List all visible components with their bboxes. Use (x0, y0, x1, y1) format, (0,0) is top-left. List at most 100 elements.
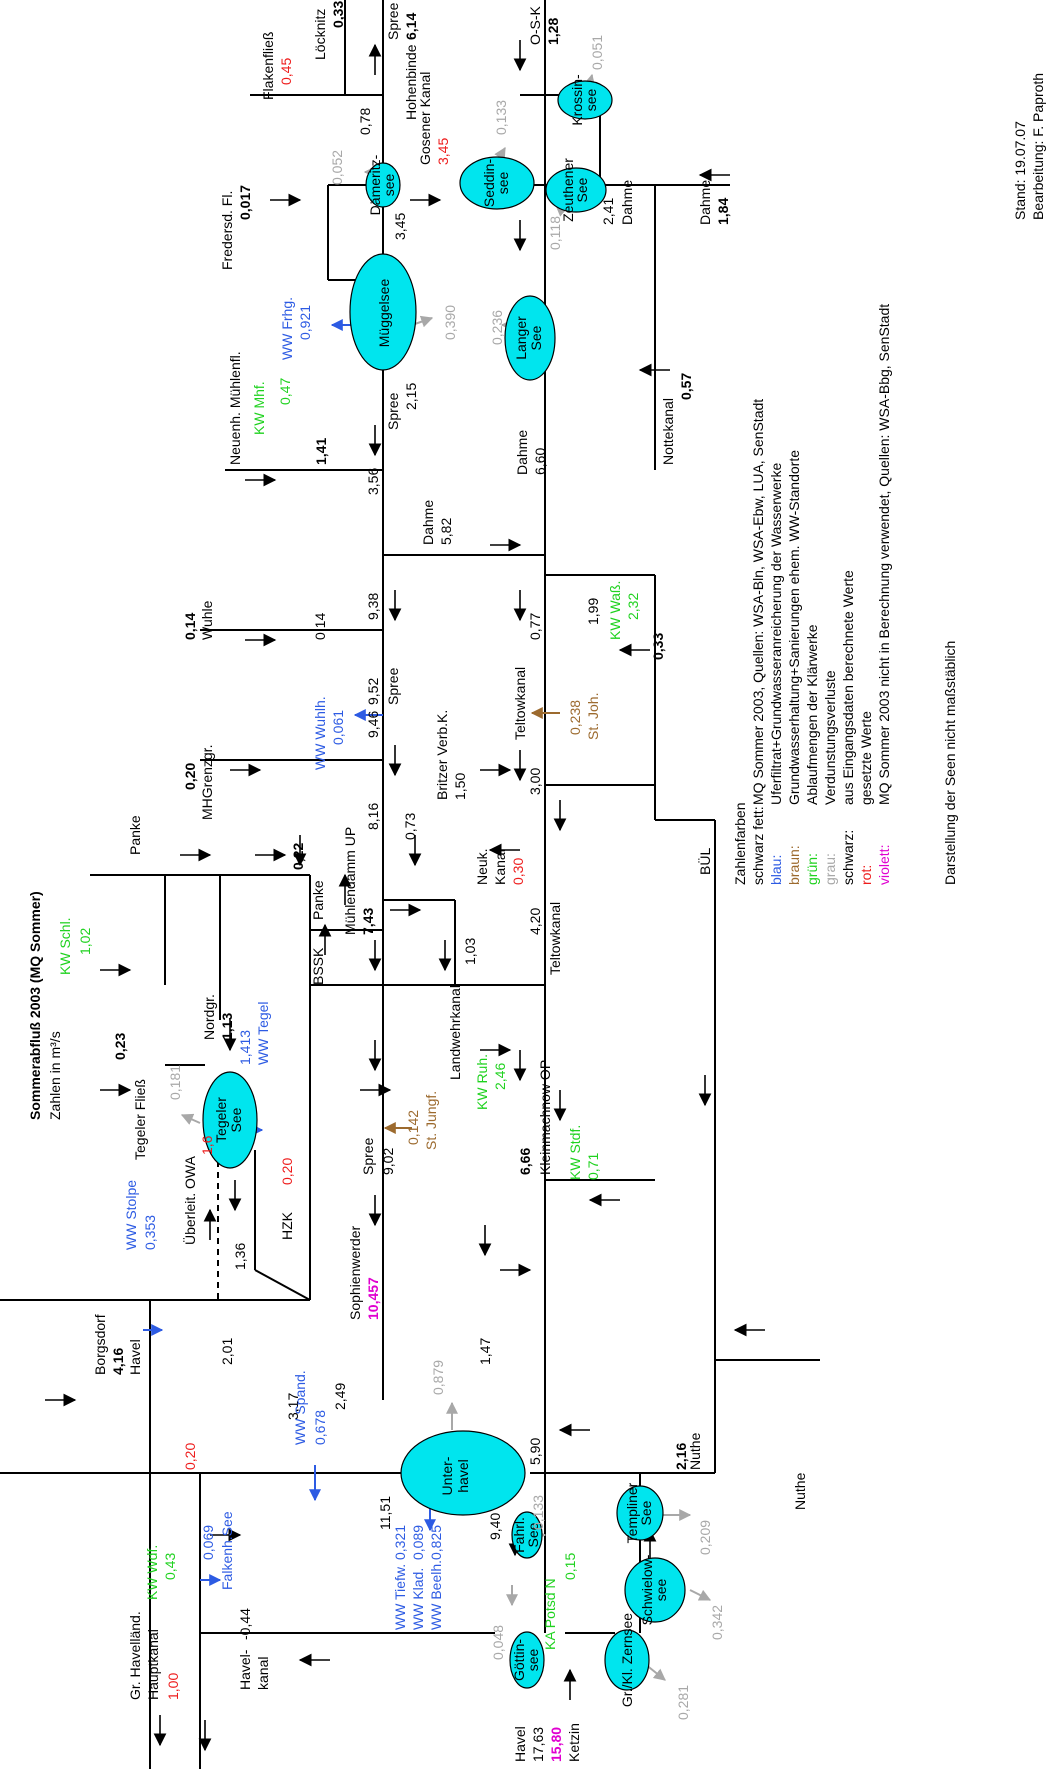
value-kw-wass: 2,32 (625, 593, 641, 620)
lake-label-langer: LangerSee (513, 316, 544, 360)
lake-label-tegeler: TegelerSee (213, 1097, 244, 1143)
value-kw-stdf: 0,71 (585, 1153, 601, 1180)
value-ww-tegel: 1,413 (237, 1030, 253, 1065)
value-078: 0,78 (357, 108, 373, 135)
lake-mueggelsee (349, 253, 417, 371)
value-unterhavel-evap: 0,879 (430, 1360, 446, 1395)
legend-desc: aus Eingangsdaten berechnete Werte (840, 570, 856, 805)
value-nordgr: 1,13 (219, 1013, 235, 1040)
value-ueberleit: 1,6 (199, 1135, 215, 1155)
value-215: 2,15 (403, 383, 419, 410)
value-notte: 0,57 (678, 373, 694, 400)
value-neuk: 0,30 (510, 858, 526, 885)
label-spree-top: Spree (385, 2, 401, 40)
label-spree2: Spree (385, 667, 401, 705)
label-kw-wdf: KW Wdf. (144, 1545, 160, 1600)
value-ww-spand: 0,678 (312, 1410, 328, 1445)
value-ka-potsd: 0,15 (562, 1553, 578, 1580)
lake-label-zernsee: Gr./Kl. Zernsee (619, 1613, 635, 1707)
label-kleinmachnow: Kleinmachnow OP (537, 1060, 553, 1175)
page-title: Sommerabfluß 2003 (MQ Sommer) (27, 891, 43, 1120)
lake-label-unterhavel: Unter-havel (439, 1456, 471, 1495)
value-946: 9,46 (365, 711, 381, 738)
value-hauptkanal: 1,00 (165, 1673, 181, 1700)
value-mhgrenzgr: 0,20 (182, 763, 198, 790)
label-dahme-660: Dahme (514, 430, 530, 475)
value-345: 3,45 (392, 213, 408, 240)
label-bssk: BSSK (310, 947, 326, 985)
value-st-jungf: 0,142 (405, 1110, 421, 1145)
lake-fahrl-see (511, 1511, 543, 1559)
value-neuenh: 1,41 (313, 438, 329, 465)
label-kw-wass: KW Waß. (607, 581, 623, 640)
value-wuhle2: 0,14 (312, 613, 328, 640)
lake-goettinsee (509, 1631, 545, 1689)
label-wuhle: Wuhle (199, 600, 215, 640)
value-952: 9,52 (365, 678, 381, 705)
label-ketzin: Ketzin (566, 1723, 582, 1762)
value-havel-end: 17,63 (530, 1727, 546, 1762)
value-st-joh: 0,238 (567, 700, 583, 735)
value-1151: 11,51 (377, 1496, 393, 1530)
label-panke: Panke (127, 815, 143, 855)
label-dahme-top: Dahme (697, 180, 713, 225)
label-st-jungf: St. Jungf. (423, 1091, 439, 1150)
lake-schwielowsee (624, 1557, 686, 1623)
lake-label-zeuthener: ZeuthenerSee (560, 158, 590, 222)
label-osk: O-S-K (527, 5, 543, 45)
lake-label-templiner: TemplinerSee (624, 1482, 654, 1543)
lake-label-mueggelsee: Müggelsee (376, 279, 392, 348)
value-muehlendamm: 7,43 (360, 908, 376, 935)
legend-desc: Uferfiltrat+Grundwasseranreicherung der … (768, 463, 784, 805)
value-osk: 1,28 (545, 18, 561, 45)
legend-key: schwarz: (840, 830, 856, 885)
value-havel-020: 0,20 (182, 1443, 198, 1470)
lake-tegeler-see (202, 1071, 258, 1169)
value-landwehr: 1,03 (462, 938, 478, 965)
label-borgsdorf: Borgsdorf (92, 1314, 108, 1375)
label-teltowkanal2: Teltowkanal (512, 667, 528, 740)
lake-unterhavel (400, 1430, 526, 1516)
bearbeitung: Bearbeitung: F. Paproth (1030, 73, 1046, 220)
label-neuk-kanal: Neuk. (474, 848, 490, 885)
value-templiner-evap: 0,209 (697, 1520, 713, 1555)
lake-seddinsee (459, 156, 535, 210)
label-nordgr: Nordgr. (201, 994, 217, 1040)
label-gosener: Gosener Kanal (417, 72, 433, 165)
value-ww-tiefw: 0,321 (392, 1525, 408, 1560)
value-hzk: 0,20 (279, 1158, 295, 1185)
value-ketzin: 15,80 (548, 1727, 564, 1762)
label-havel-end: Havel (512, 1726, 528, 1762)
value-tegel-evap: 0,181 (167, 1065, 183, 1100)
legend-key: schwarz fett: (750, 806, 766, 885)
label-st-joh: St. Joh. (585, 693, 601, 740)
value-317: 3,17 (285, 1393, 301, 1420)
value-077: 0,77 (527, 613, 543, 640)
value-kw-wdf: 0,43 (162, 1553, 178, 1580)
river-lines (0, 0, 820, 1769)
label-loecknitz: Löcknitz (312, 9, 328, 60)
lake-krossinsee (557, 80, 613, 120)
value-033: 0,33 (650, 633, 666, 660)
lake-zeuthener-see (545, 167, 607, 213)
value-panke: 0,22 (290, 843, 306, 870)
legend-desc: Verdunstungsverluste (822, 670, 838, 805)
legend-key: rot: (858, 865, 874, 885)
value-ww-stolpe: 0,353 (142, 1215, 158, 1250)
value-ww-beelh: 0,825 (428, 1525, 444, 1560)
value-loecknitz: 0,33 (330, 1, 346, 28)
legend-desc: MQ Sommer 2003 nicht in Berechnung verwe… (876, 304, 892, 805)
value-borgsdorf: 4,16 (110, 1348, 126, 1375)
label-neuk-kanal2: Kanal (492, 849, 508, 885)
value-wuhle: 0,14 (182, 613, 198, 640)
value-schwielow-evap: 0,342 (709, 1605, 725, 1640)
value-kw-mhf: 0,47 (277, 378, 293, 405)
value-940: 9,40 (487, 1513, 503, 1540)
value-nuthe: 2,16 (673, 1443, 689, 1470)
flow-labels: Borgsdorf 4,16 Havel WW Stolpe 0,353 Übe… (57, 1, 808, 1762)
legend-desc: Ablaufmengen der Klärwerke (804, 624, 820, 805)
value-falkenh: 0,069 (200, 1525, 216, 1560)
value-356: 3,56 (365, 468, 381, 495)
legend-desc: Grundwasserhaltung+Sanierungen ehem. WW-… (786, 450, 802, 805)
